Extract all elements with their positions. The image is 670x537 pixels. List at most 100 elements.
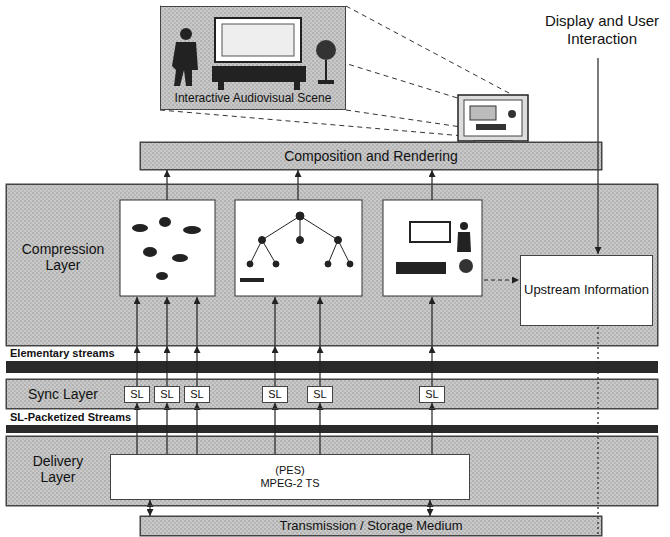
computer-monitor [508,110,516,118]
scene-graph-tree [347,261,353,267]
stream-arrow [431,297,432,346]
node-label: Interactive Audiovisual Scene [175,92,332,106]
scene-graph-tree [297,237,304,244]
layer-band: Transmission / Storage Medium [140,516,602,536]
scene-illustration [215,18,301,62]
stream-connector [166,346,167,386]
audio-object-icon [143,247,157,257]
node-label: SL [190,388,203,401]
scene-illustration [160,6,346,110]
audio-object-icon [183,226,201,234]
computer-monitor [470,106,496,120]
stream-connector [431,170,432,184]
scene-box: Interactive Audiovisual Scene [160,6,346,110]
stream-arrow [597,58,598,254]
audio-object-icon [156,272,168,280]
view-projection-line [160,110,464,136]
computer-monitor [464,100,522,136]
scene-illustration [222,24,294,56]
view-projection-line [346,6,522,100]
media-object-box [235,200,362,296]
stream-arrow [484,279,519,280]
visual-object-icon [457,232,471,252]
node-label: Delivery Layer [23,453,93,485]
visual-object-icon [396,262,446,274]
stream-connector [166,170,167,184]
stream-arrow [297,184,298,200]
scene-illustration [318,80,334,84]
stream-plane [6,361,658,433]
stream-connector [136,346,137,386]
layer-band: Delivery Layer (PES) MPEG-2 TS [6,436,658,506]
callout-label: Display and User Interaction [538,12,666,48]
stream-arrow [166,297,167,346]
scene-illustration [180,28,192,40]
audio-object-icon [132,224,148,232]
scene-graph-tree [240,278,264,282]
audio-object-icon [172,254,188,262]
layer-plane [140,516,602,536]
scene-graph-tree [262,240,276,264]
stream-arrow [431,184,432,200]
view-projection-line [160,6,522,136]
scene-illustration [294,82,300,90]
layer-band: Compression Layer Upstream Information [6,184,658,346]
stream-connector [136,403,137,454]
node-label: Compression Layer [13,241,113,273]
scene-graph-tree [338,240,350,264]
computer-monitor [458,95,528,141]
layer-plane [6,184,658,346]
media-object-box [120,200,215,296]
scene-graph-tree [259,237,266,244]
stream-plane [6,425,658,433]
node-label: SL [268,388,281,401]
stream-connector [431,346,432,386]
stream-connector [149,500,150,516]
node-label: SL [130,388,143,401]
audio-object-icon [159,217,171,227]
stream-connector [196,403,197,454]
scene-illustration [212,66,306,82]
stream-connector [297,170,298,184]
stream-connector [429,500,430,516]
sl-box: SL [124,386,150,403]
audio-object-icon [132,217,201,280]
layer-plane [6,379,658,409]
sl-box: SL [154,386,180,403]
layer-plane [6,436,658,506]
scene-illustration [316,40,336,60]
scene-graph-tree [247,261,253,267]
stream-connector [166,403,167,454]
node-label: SL [313,388,326,401]
scene-graph-tree [335,237,342,244]
stream-connector [274,346,275,386]
sl-box: SL [419,386,445,403]
layer-plane [6,142,658,536]
scene-graph-tree [325,261,331,267]
stream-label: Elementary streams [10,347,180,360]
node-label: (PES) MPEG-2 TS [260,464,320,489]
stream-connector [319,346,320,386]
media-object-box [120,200,482,296]
node-label: SL [160,388,173,401]
computer-monitor [476,124,506,130]
process-box: Upstream Information [520,255,653,326]
stream-connector [431,403,432,454]
scene-illustration [172,42,198,86]
stream-connector [319,403,320,454]
layer-band: Composition and Rendering [140,142,602,170]
stream-arrow [136,297,137,346]
multiplex-box: (PES) MPEG-2 TS [110,454,470,500]
scene-graph-tree [250,240,262,264]
scene-illustration [218,82,224,90]
layer-plane [140,142,602,170]
scene-graph-tree [262,216,300,240]
stream-arrow [274,297,275,346]
stream-connector [274,403,275,454]
stream-arrow [166,184,167,200]
node-label: Composition and Rendering [284,148,458,164]
stream-arrow [196,297,197,346]
layer-band: Sync LayerSLSLSLSLSLSL [6,379,658,409]
node-label: SL [425,388,438,401]
stream-arrow [319,297,320,346]
